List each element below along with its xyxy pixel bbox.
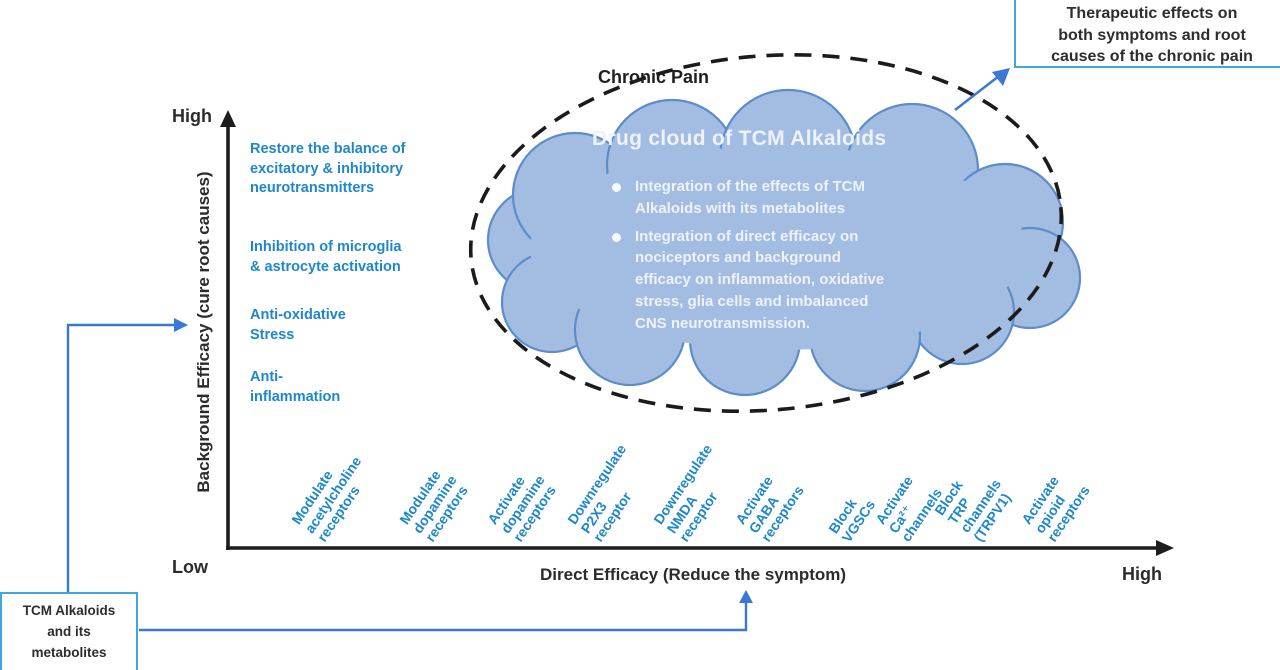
x-axis-high-label: High (1122, 564, 1162, 584)
drug-cloud-shape (486, 88, 1082, 397)
chronic-pain-ellipse (468, 52, 1064, 414)
connector-to-therapeutic-box (954, 75, 1000, 111)
bullet-dot-icon (612, 232, 621, 242)
therapeutic-effects-box: Therapeutic effects on both symptoms and… (1014, 0, 1280, 68)
drug-cloud-bullet-list: Integration of the effects of TCM Alkalo… (612, 176, 962, 340)
drug-cloud-title: Drug cloud of TCM Alkaloids (592, 127, 887, 150)
background-mechanism-item: Anti-oxidative Stress (250, 307, 346, 343)
background-mechanism-item: Restore the balance of excitatory & inhi… (250, 141, 406, 197)
background-mechanism-item: Inhibition of microglia & astrocyte acti… (250, 239, 402, 275)
background-mechanism-item: Anti- inflammation (250, 369, 341, 405)
connector-to-x-axis-arrowhead (739, 590, 753, 603)
connector-to-x-axis (139, 601, 748, 632)
connector-to-y-axis (66, 323, 176, 592)
drug-cloud-bullet-text: Integration of direct efficacy on nocice… (635, 227, 885, 332)
tcm-alkaloids-box: TCM Alkaloids and its metabolites (0, 592, 138, 670)
drug-cloud-bullet-item: Integration of the effects of TCM Alkalo… (612, 176, 962, 220)
drug-cloud-bullet-item: Integration of direct efficacy on nocice… (612, 226, 962, 335)
y-axis-title: Background Efficacy (cure root causes) (194, 171, 213, 493)
chronic-pain-label: Chronic Pain (598, 67, 710, 87)
bullet-dot-icon (612, 183, 621, 192)
y-axis-arrowhead (220, 110, 236, 127)
drug-cloud-bullet-text: Integration of the effects of TCM Alkalo… (635, 178, 865, 217)
x-axis-title: Direct Efficacy (Reduce the symptom) (540, 565, 847, 584)
y-axis-high-label: High (172, 106, 212, 126)
x-axis-arrowhead (1156, 540, 1174, 556)
connector-to-therapeutic-box-arrowhead (992, 68, 1010, 86)
connector-to-y-axis-arrowhead (174, 318, 188, 332)
y-axis-low-label: Low (172, 557, 208, 577)
